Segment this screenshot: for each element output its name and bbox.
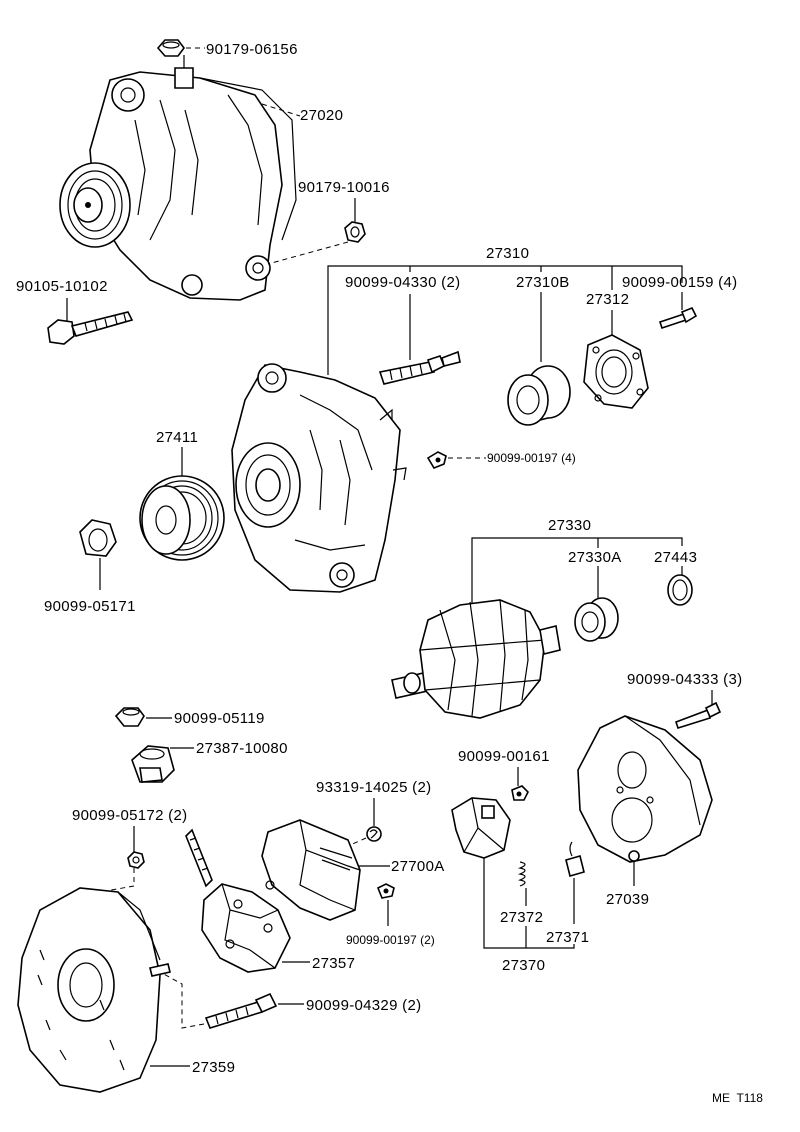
label-nut-b: 90099-05119 — [174, 710, 265, 727]
label-nut-terminal: 90179-10016 — [298, 179, 390, 196]
label-brush-spring: 27371 — [546, 929, 589, 946]
label-insulator: 27387-10080 — [196, 740, 288, 757]
screw-cover-icon — [674, 701, 722, 729]
label-retainer-plate: 27312 — [586, 291, 629, 308]
screw-brush-icon — [511, 785, 529, 801]
label-bolt-through: 90099-04329 (2) — [306, 997, 421, 1014]
label-end-cover: 27039 — [606, 891, 649, 908]
footer-code: ME T118 — [712, 1091, 763, 1105]
label-bearing-rotor: 27330A — [568, 549, 622, 566]
bolt-through-icon — [204, 992, 278, 1029]
regulator-icon — [261, 819, 361, 921]
label-alternator-assy: 27020 — [300, 107, 343, 124]
label-rectifier: 27357 — [312, 955, 355, 972]
brush-holder-icon — [451, 797, 511, 859]
nut-terminal-icon — [344, 221, 366, 243]
label-regulator: 27700A — [391, 858, 445, 875]
screw-retainer-icon — [658, 306, 698, 330]
label-nut-top: 90179-06156 — [206, 41, 298, 58]
bearing-drive-icon — [507, 365, 571, 426]
brush-icon — [565, 841, 585, 877]
label-rotor-assy: 27330 — [548, 517, 591, 534]
screw-9331-icon — [366, 826, 382, 842]
screw-small-icon — [426, 451, 447, 469]
label-rear-frame: 27359 — [192, 1059, 235, 1076]
label-bearing-drive: 27310B — [516, 274, 570, 291]
screw-reg-icon — [376, 883, 395, 899]
label-frame-drive-end: 27310 — [486, 245, 529, 262]
drive-end-frame-drawing — [231, 363, 407, 593]
rear-frame-icon — [17, 887, 171, 1093]
label-stud-drive: 90099-04330 (2) — [345, 274, 460, 291]
pulley-nut-icon — [79, 519, 117, 557]
bolt-mount-icon — [47, 311, 134, 345]
nut-b-icon — [114, 707, 145, 727]
alternator-assembly-drawing — [59, 55, 297, 301]
label-spring: 27372 — [500, 909, 543, 926]
pulley-icon — [139, 475, 225, 561]
label-screw-brush: 90099-00161 — [458, 748, 550, 765]
label-screw-retainer: 90099-00159 (4) — [622, 274, 737, 291]
bearing-rotor-icon — [574, 597, 619, 642]
label-brush-set: 27370 — [502, 957, 545, 974]
rotor-icon — [391, 599, 561, 719]
nut-rear-icon — [127, 851, 145, 869]
label-nut-rear: 90099-05172 (2) — [72, 807, 187, 824]
cover-bearing-icon — [667, 574, 693, 606]
label-pulley: 27411 — [156, 429, 198, 446]
end-cover-icon — [577, 715, 713, 863]
stud-drive-icon — [378, 350, 461, 385]
spring-icon — [517, 861, 526, 887]
nut-top-icon — [156, 39, 185, 57]
label-cover-bearing: 27443 — [654, 549, 697, 566]
insulator-icon — [131, 745, 175, 783]
label-bolt-mount: 90105-10102 — [16, 278, 108, 295]
label-screw-reg: 90099-00197 (2) — [346, 933, 435, 947]
rectifier-icon — [185, 828, 291, 973]
label-screw-small: 90099-00197 (4) — [487, 451, 576, 465]
label-screw-cover: 90099-04333 (3) — [627, 671, 742, 688]
label-pulley-nut: 90099-05171 — [44, 598, 136, 615]
label-screw-9331: 93319-14025 (2) — [316, 779, 431, 796]
retainer-plate-icon — [583, 334, 649, 409]
